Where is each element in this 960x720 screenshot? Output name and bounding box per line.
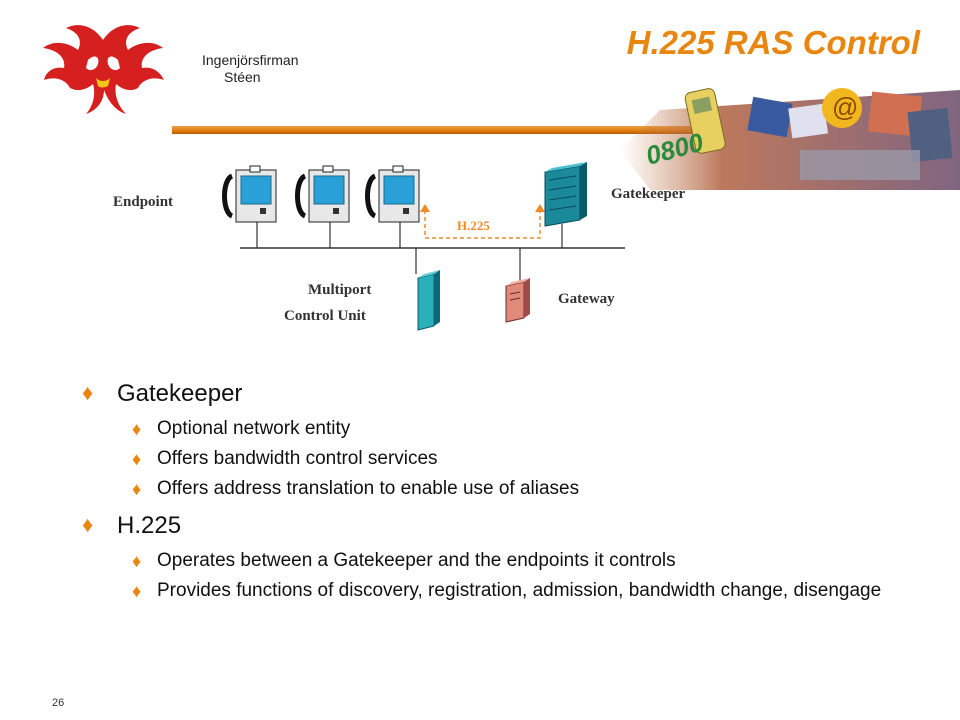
gatekeeper-label: Gatekeeper	[611, 186, 686, 202]
bullet-diamond-icon: ♦	[132, 581, 142, 601]
network-diagram: Endpoint Gatekeeper H.225 Multiport Cont…	[0, 150, 960, 350]
sub-bullet-text: Provides functions of discovery, registr…	[157, 580, 882, 601]
sub-bullet-item: ♦ Offers address translation to enable u…	[82, 478, 912, 500]
bullet-item: ♦ H.225	[82, 512, 912, 540]
sub-bullet-item: ♦ Operates between a Gatekeeper and the …	[82, 550, 912, 572]
sub-bullet-item: ♦ Provides functions of discovery, regis…	[82, 580, 912, 602]
company-line1: Ingenjörsfirman	[202, 52, 299, 68]
sub-bullet-item: ♦ Offers bandwidth control services	[82, 448, 912, 470]
bullet-text: Gatekeeper	[117, 380, 243, 407]
telephone-icon	[222, 165, 277, 223]
bullet-diamond-icon: ♦	[132, 551, 142, 571]
telephone-icon	[365, 165, 420, 223]
bullet-diamond-icon: ♦	[82, 380, 94, 405]
telephone-icon	[295, 165, 350, 223]
phoenix-logo-icon	[43, 25, 164, 114]
h225-link-label: H.225	[457, 218, 490, 233]
svg-text:@: @	[832, 92, 858, 122]
sub-bullet-text: Offers address translation to enable use…	[157, 478, 580, 499]
title-rule	[172, 126, 712, 134]
gateway-icon	[505, 278, 530, 323]
company-name: Ingenjörsfirman Stéen	[202, 52, 299, 86]
gateway-label: Gateway	[558, 291, 615, 307]
page-number: 26	[52, 697, 65, 709]
sub-bullet-item: ♦ Optional network entity	[82, 418, 912, 440]
bullet-text: H.225	[117, 512, 182, 539]
bullet-diamond-icon: ♦	[132, 479, 142, 499]
bullet-diamond-icon: ♦	[132, 419, 142, 439]
bullet-diamond-icon: ♦	[82, 512, 94, 537]
decorative-banner: @ 0800	[620, 88, 960, 190]
endpoint-label: Endpoint	[113, 194, 174, 210]
bullet-item: ♦ Gatekeeper	[82, 380, 912, 408]
mcu-label-line1: Multiport	[308, 282, 372, 298]
sub-bullet-text: Optional network entity	[157, 418, 351, 439]
company-line2: Stéen	[224, 69, 261, 85]
sub-bullet-text: Offers bandwidth control services	[157, 448, 438, 469]
network-diagram-art	[222, 162, 625, 331]
bullet-list: ♦ Gatekeeper ♦ Optional network entity ♦…	[82, 380, 912, 610]
mcu-server-icon	[417, 270, 440, 331]
sub-bullet-text: Operates between a Gatekeeper and the en…	[157, 550, 676, 571]
slide-title: H.225 RAS Control	[626, 24, 920, 61]
mcu-label-line2: Control Unit	[284, 308, 366, 324]
bullet-diamond-icon: ♦	[132, 449, 142, 469]
gatekeeper-server-icon	[544, 162, 587, 227]
